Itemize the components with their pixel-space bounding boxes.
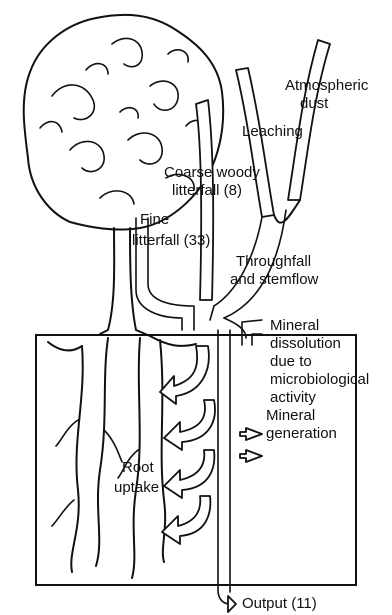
- atmospheric-dust-flow: [288, 40, 330, 200]
- throughfall-junction: [274, 200, 300, 223]
- output-flow: [218, 330, 236, 612]
- output-label: Output (11): [242, 595, 317, 612]
- coarse-woody-litterfall-flow: [196, 100, 213, 300]
- atmospheric-dust-label: Atmospheric dust: [285, 77, 373, 112]
- throughfall-stemflow-label: Throughfall and stemflow: [230, 253, 319, 288]
- tree-roots: [48, 336, 196, 578]
- mineral-dissolution-label: Mineral dissolution due to microbiologic…: [270, 317, 373, 406]
- fine-litterfall-label: Fine litterfall (33): [132, 211, 210, 249]
- root-uptake-label: Root uptake: [114, 459, 159, 496]
- mineral-generation-arrows: [240, 428, 262, 462]
- leaching-label: Leaching: [242, 123, 303, 140]
- root-uptake-arrows: [160, 346, 215, 544]
- mineral-generation-label: Mineral generation: [266, 407, 337, 442]
- coarse-woody-litterfall-label: Coarse woody litterfall (8): [164, 164, 264, 199]
